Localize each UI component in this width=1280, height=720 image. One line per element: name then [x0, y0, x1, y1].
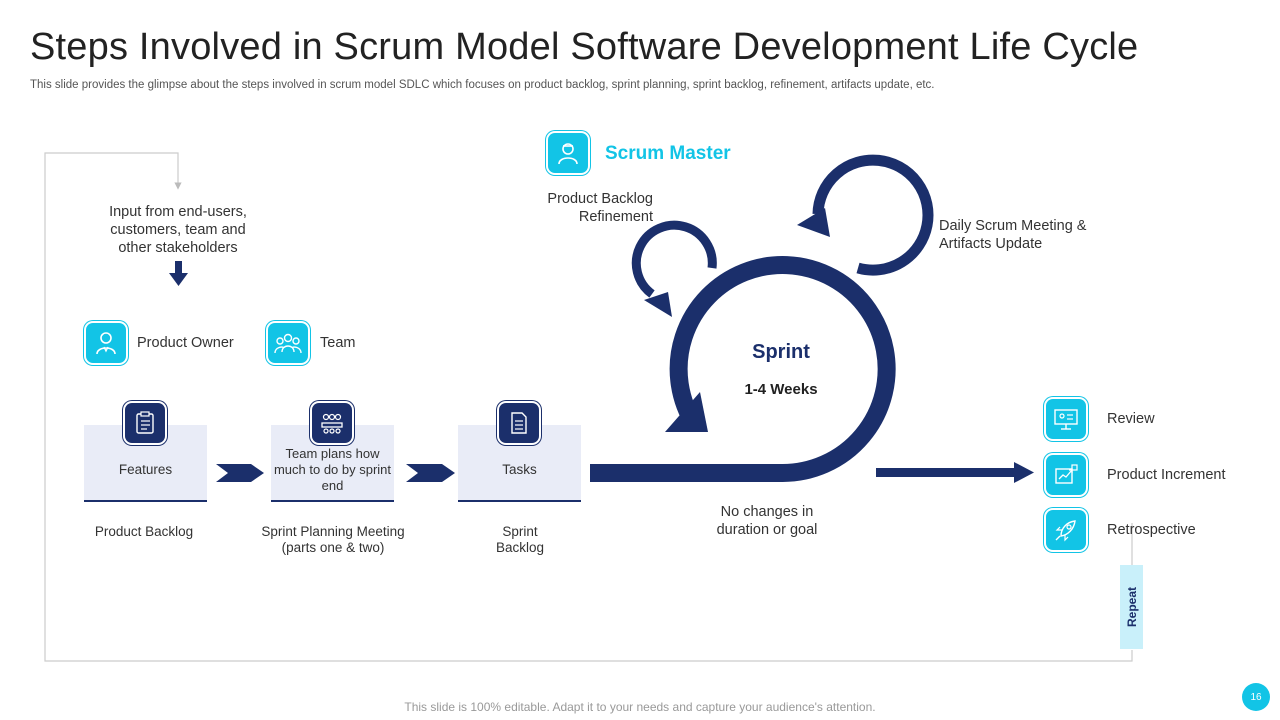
input-text: Input from end-users, customers, team an…	[109, 204, 247, 256]
tasks-card-text: Tasks	[502, 462, 537, 477]
product-backlog-label: Product Backlog	[94, 524, 194, 539]
chevron-arrow-1	[216, 464, 264, 482]
refinement-loop	[631, 220, 717, 317]
product-owner-label: Product Owner	[137, 335, 234, 351]
sprint-title: Sprint	[752, 341, 810, 363]
growth-chart-icon	[1046, 455, 1086, 495]
presentation-icon	[1046, 399, 1086, 439]
retrospective-label: Retrospective	[1107, 522, 1196, 538]
sprint-backlog-label: Sprint Backlog	[495, 524, 545, 555]
rocket-icon	[1046, 510, 1086, 550]
sprint-duration: 1-4 Weeks	[744, 381, 818, 398]
team-icon	[268, 323, 308, 363]
team-meeting-icon	[312, 403, 352, 443]
repeat-tab: Repeat	[1120, 565, 1143, 649]
page-number: 16	[1242, 683, 1270, 711]
daily-scrum-label: Daily Scrum Meeting & Artifacts Update	[939, 218, 1087, 252]
repeat-label: Repeat	[1124, 586, 1139, 628]
slide-subtitle: This slide provides the glimpse about th…	[30, 79, 935, 91]
footer-note: This slide is 100% editable. Adapt it to…	[404, 700, 876, 714]
clipboard-icon	[125, 403, 165, 443]
scrum-master-icon	[548, 133, 588, 173]
output-arrow	[876, 462, 1034, 483]
sprint-planning-card-text: Team plans how much to do by sprint end	[273, 446, 392, 493]
sprint-planning-label: Sprint Planning Meeting (parts one & two…	[261, 524, 405, 555]
repeat-loop-line	[44, 152, 1133, 662]
chevron-arrow-2	[406, 464, 455, 482]
review-label: Review	[1107, 411, 1155, 427]
backlog-refinement-label: Product Backlog Refinement	[547, 191, 653, 225]
no-changes-label: No changes in duration or goal	[716, 504, 818, 538]
daily-scrum-loop	[797, 154, 934, 276]
input-down-arrow	[169, 261, 188, 286]
scrum-master-label: Scrum Master	[605, 143, 731, 164]
features-card-text: Features	[118, 462, 173, 477]
product-increment-label: Product Increment	[1107, 467, 1226, 483]
team-label: Team	[320, 335, 356, 351]
document-icon	[499, 403, 539, 443]
slide-title: Steps Involved in Scrum Model Software D…	[30, 26, 1139, 68]
product-owner-icon	[86, 323, 126, 363]
sprint-loop	[590, 256, 896, 483]
